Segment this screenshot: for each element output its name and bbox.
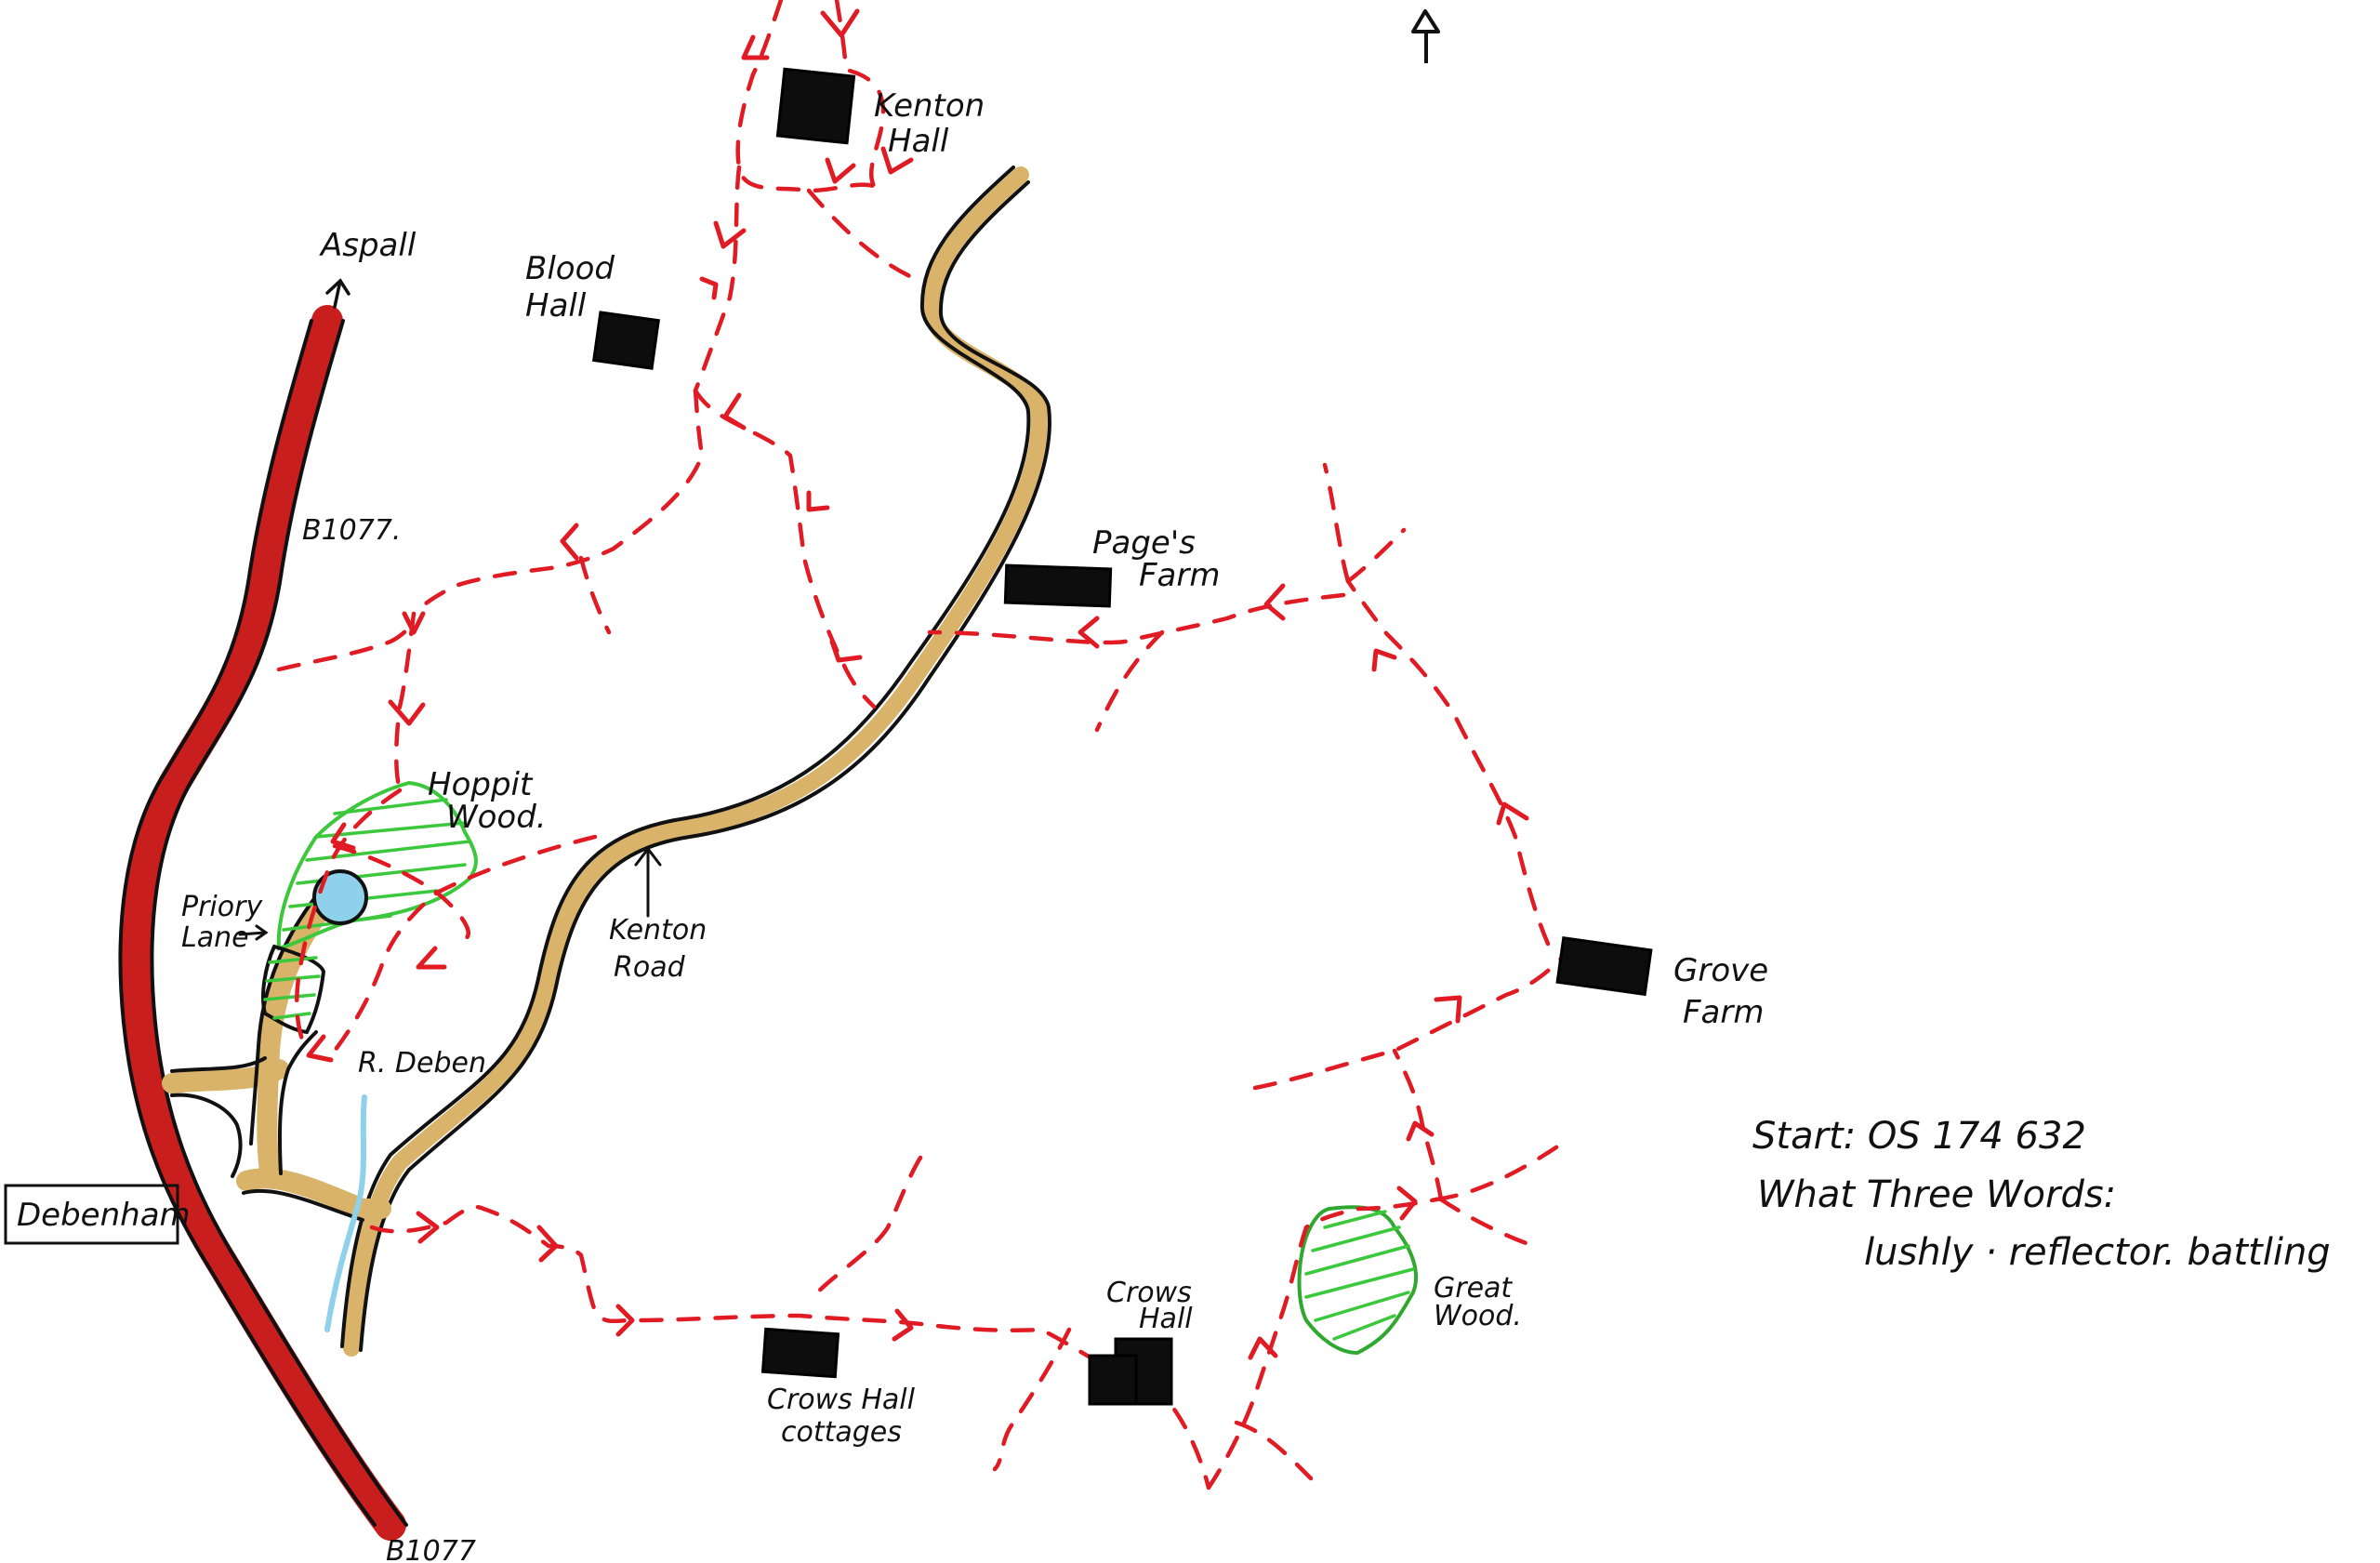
crows-hall-cottages-building [760, 1327, 840, 1379]
river-deben [324, 1094, 367, 1332]
kenton-hall-building [775, 67, 856, 145]
direction-arrow [416, 1211, 440, 1244]
pages-farm-building [1003, 563, 1113, 608]
grove-farm-building [1555, 935, 1653, 997]
b1077-fill [120, 305, 406, 1541]
route-arrows [306, 8, 1529, 1405]
label-aspall: Aspall [319, 227, 416, 264]
direction-arrow [1496, 801, 1529, 826]
footpath-south-route [369, 1204, 1211, 1490]
start-notes: Start: OS 174 632 What Three Words: lush… [1752, 1115, 2331, 1274]
great-wood [1297, 1205, 1419, 1356]
direction-arrow [560, 523, 579, 561]
debenham-label-box: Debenham [4, 1184, 191, 1245]
direction-arrow [615, 1304, 635, 1337]
kenton-road-edge-left [340, 166, 1031, 1348]
what3words-value: lushly · reflector. battling [1864, 1231, 2331, 1274]
footpath-kenton-hall-loop [735, 0, 877, 193]
direction-arrow [536, 1225, 559, 1263]
direction-arrow [402, 611, 426, 635]
kenton-road-edge-right [359, 180, 1051, 1352]
direction-arrow [306, 1034, 334, 1063]
direction-arrow [741, 34, 770, 60]
footpaths [276, 0, 1565, 1490]
label-river-deben: R. Deben [358, 1047, 486, 1080]
priory-copse [261, 944, 326, 1035]
direction-arrow [722, 392, 747, 430]
direction-arrow [330, 822, 356, 851]
kenton-road-fill [343, 166, 1048, 1357]
direction-arrow [1406, 1120, 1435, 1142]
kenton-road-arrow-icon [634, 846, 662, 918]
direction-arrow [820, 8, 860, 38]
direction-arrow [1263, 583, 1286, 621]
pond [312, 869, 368, 925]
direction-arrow [699, 276, 719, 300]
direction-arrow [825, 157, 856, 184]
aspall-arrow-icon [325, 278, 350, 309]
direction-arrow [829, 639, 863, 663]
label-b1077-south: B1077 [386, 1535, 476, 1563]
direction-arrow [416, 946, 447, 970]
direction-arrow [713, 220, 747, 249]
priory-lane [162, 887, 391, 1222]
direction-arrow [880, 146, 914, 175]
direction-arrow [806, 490, 830, 512]
direction-arrow [892, 1308, 914, 1342]
priory-lane-arrow-icon [238, 924, 269, 941]
b1077-edge-left [118, 319, 377, 1527]
label-b1077-north: B1077. [302, 514, 401, 547]
direction-arrow [1434, 995, 1462, 1024]
start-grid-reference: Start: OS 174 632 [1752, 1115, 2086, 1158]
b1077-road [118, 305, 408, 1541]
kenton-road [340, 166, 1051, 1357]
crows-hall-building [1088, 1337, 1173, 1406]
direction-arrow [1371, 648, 1397, 672]
b1077-edge-right [150, 319, 408, 1527]
what3words-label: What Three Words: [1757, 1173, 2116, 1216]
direction-arrow [1248, 1336, 1278, 1360]
north-arrow-icon [1411, 9, 1440, 63]
label-debenham: Debenham [17, 1197, 191, 1234]
direction-arrow [1078, 616, 1100, 649]
direction-arrow [1396, 1185, 1418, 1221]
direction-arrow [388, 699, 426, 726]
blood-hall-building [591, 311, 661, 370]
